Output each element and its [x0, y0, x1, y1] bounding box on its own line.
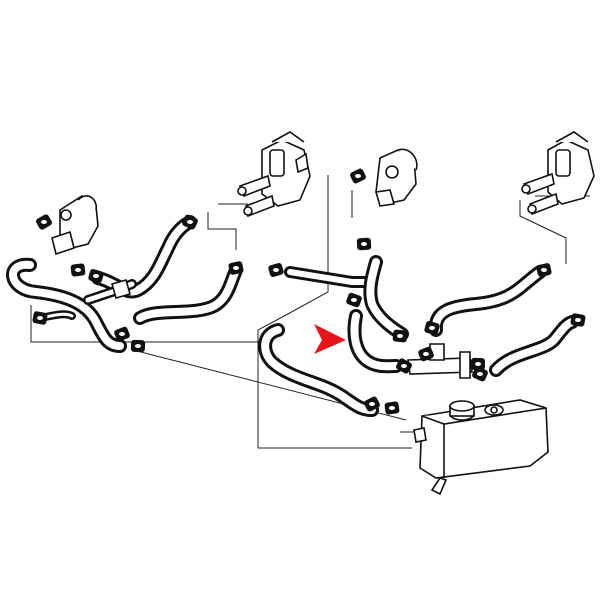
- hose-clamp: [570, 313, 586, 327]
- hose-clamp: [70, 263, 86, 277]
- bypass-pipe: [284, 266, 374, 288]
- right-upper-hose: [428, 265, 547, 337]
- hose-clamp: [32, 311, 48, 325]
- hose-clamp: [356, 237, 372, 251]
- lower-left-hose: [258, 323, 379, 417]
- hose-clamp: [470, 357, 486, 371]
- right-lower-hose: [489, 315, 579, 377]
- hose-clamp: [182, 214, 198, 230]
- left-upper-pipe: [83, 279, 137, 305]
- right-upper-tee-hose: [363, 255, 409, 341]
- hose-clamp: [228, 261, 244, 275]
- hose-clamp: [364, 396, 380, 412]
- hose-clamp: [392, 329, 408, 343]
- left-right-hose: [133, 263, 243, 325]
- hose-clamp: [536, 263, 552, 277]
- hose-clamp: [88, 269, 104, 283]
- hose-clamps: [32, 168, 586, 415]
- left-heater-valve: [237, 131, 311, 218]
- left-engine-outlet: [51, 195, 99, 256]
- hose-clamp: [472, 366, 488, 382]
- hose-clamp: [424, 321, 440, 335]
- hose-clamp: [114, 326, 130, 342]
- hose-clamp: [418, 346, 434, 362]
- hose-clamp: [350, 168, 366, 184]
- hose-clamp: [130, 339, 146, 353]
- expansion-tank: [413, 399, 549, 496]
- right-heater-valve: [521, 131, 595, 216]
- left-middle-hose: [91, 215, 197, 299]
- hose-clamp: [396, 358, 412, 374]
- tee-connector: [407, 343, 473, 379]
- left-lower-hose: [6, 257, 127, 353]
- right-engine-outlet: [374, 148, 418, 207]
- hose-clamp: [268, 262, 284, 278]
- hose-clamp: [384, 401, 400, 415]
- highlighted-hose: [347, 309, 403, 374]
- hose-clamp: [346, 292, 362, 308]
- red-pointer-arrow: [314, 324, 346, 354]
- hose-clamp: [36, 214, 52, 230]
